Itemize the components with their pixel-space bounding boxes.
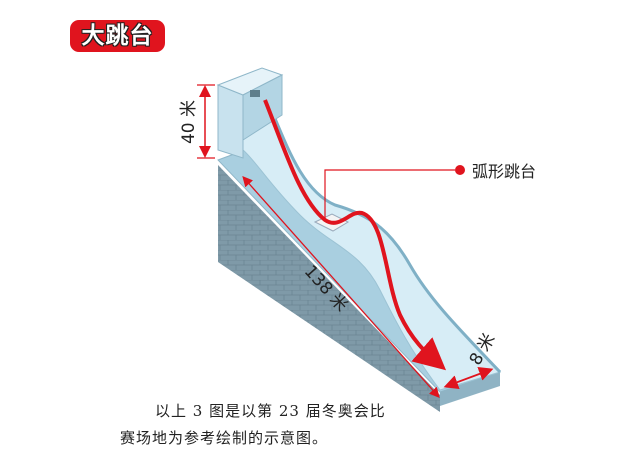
jump-leader-dot <box>455 165 465 175</box>
caption-line-1: 以上 3 图是以第 23 届冬奥会比 <box>155 402 386 420</box>
start-gate <box>250 90 260 97</box>
title-badge: 大跳台 <box>70 20 165 52</box>
width-dimension-arrow <box>443 367 494 389</box>
start-tower-front <box>217 84 244 159</box>
height-label: 40 米 <box>179 100 199 144</box>
caption-line-2: 赛场地为参考绘制的示意图。 <box>120 429 329 447</box>
length-dimension-arrow <box>242 176 440 398</box>
arc-jump-label: 弧形跳台 <box>472 162 536 181</box>
